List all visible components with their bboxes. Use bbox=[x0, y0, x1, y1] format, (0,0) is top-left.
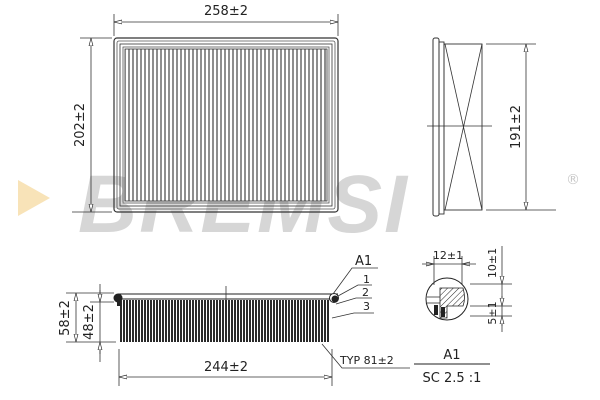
top-height-dimension: 202±2 bbox=[73, 103, 88, 147]
pleat-count-note: TYP 81±2 bbox=[339, 354, 394, 367]
layer-label-1: 1 bbox=[363, 273, 370, 286]
brand-arrow-icon bbox=[18, 180, 50, 216]
detail-view: 12±1 10±1 5±1 A1 SC 2.5 :1 bbox=[414, 246, 512, 386]
overall-height-dimension: 58±2 bbox=[58, 300, 73, 336]
length-dimension: 244±2 bbox=[204, 360, 248, 375]
detail-width-dimension: 12±1 bbox=[433, 249, 463, 262]
side-height-dimension: 191±2 bbox=[509, 105, 524, 149]
layer-label-3: 3 bbox=[363, 300, 370, 313]
detail-scale-label: SC 2.5 :1 bbox=[423, 371, 482, 386]
pleat-height-dimension: 48±2 bbox=[82, 304, 97, 340]
detail-label: A1 bbox=[443, 348, 460, 363]
layer-label-2: 2 bbox=[362, 286, 369, 299]
top-view: 258±2 202±2 bbox=[72, 4, 339, 213]
side-view: 191±2 bbox=[427, 37, 556, 217]
top-width-dimension: 258±2 bbox=[204, 4, 248, 19]
detail-height-dimension: 10±1 bbox=[486, 248, 499, 278]
section-view: 58±2 48±2 244±2 TYP 81±2 A1 1 2 3 bbox=[58, 254, 410, 386]
detail-callout-label: A1 bbox=[355, 254, 372, 269]
registered-mark: ® bbox=[566, 172, 580, 188]
detail-lip-dimension: 5±1 bbox=[486, 301, 499, 324]
